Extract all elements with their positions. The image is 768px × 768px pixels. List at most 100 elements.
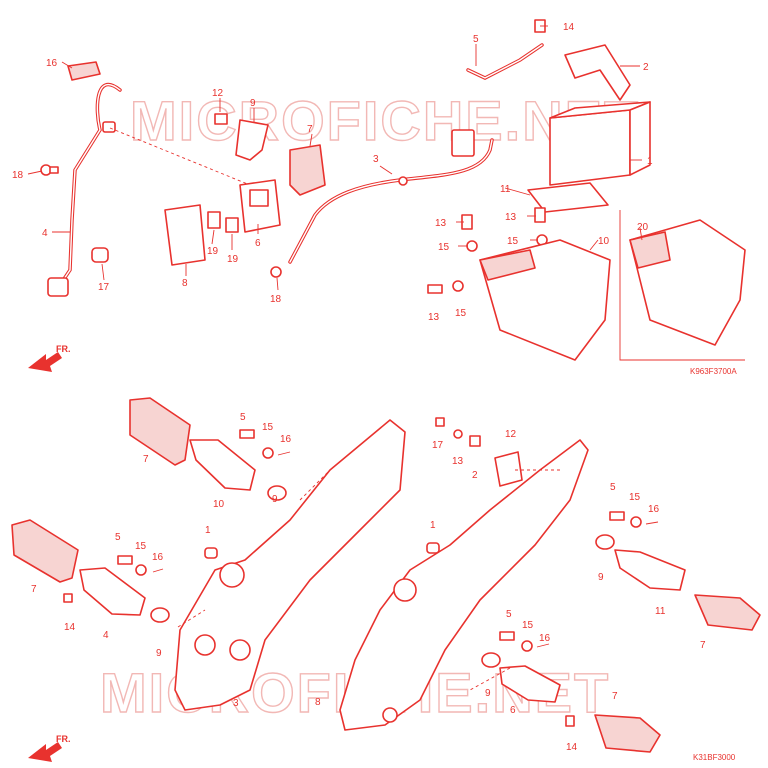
relay-6 xyxy=(239,179,281,233)
front-arrow-lower: FR. xyxy=(28,734,71,762)
callout-12-lower: 12 xyxy=(505,429,517,440)
wire-harness-3 xyxy=(288,129,494,264)
callout-15-c-lower: 15 xyxy=(629,492,641,503)
front-label-upper: FR. xyxy=(56,344,71,354)
callout-1-b: 1 xyxy=(430,520,436,531)
step-holder-11 xyxy=(614,549,686,591)
step-holder-4 xyxy=(79,567,146,616)
callout-15-d: 15 xyxy=(522,620,534,631)
callout-17-lower: 17 xyxy=(432,440,444,451)
callout-7-d: 7 xyxy=(612,691,618,702)
callout-11-lower: 11 xyxy=(655,606,666,617)
callout-9-d: 9 xyxy=(485,688,491,699)
callout-19-b: 19 xyxy=(227,254,239,265)
bracket-12 xyxy=(494,451,523,487)
ring-9-d xyxy=(481,652,501,668)
callout-12: 12 xyxy=(212,88,224,99)
diagram-code-upper: K963F3700A xyxy=(690,367,737,376)
callout-15-c: 15 xyxy=(455,308,467,319)
ring-9-b xyxy=(150,607,170,623)
battery-box-10 xyxy=(479,239,611,361)
diagram-code-lower: K31BF3000 xyxy=(693,753,736,762)
bolt-17-lower xyxy=(435,417,445,427)
relay-19-b xyxy=(225,217,239,233)
variant-frame xyxy=(619,210,745,361)
bolt-14-lower-right xyxy=(565,715,575,727)
pin-set-c xyxy=(609,511,659,528)
step-bracket-8 xyxy=(339,439,589,731)
relay-cover-7 xyxy=(289,144,326,196)
callout-10-lower: 10 xyxy=(213,499,225,510)
bolt-14-lower-left xyxy=(63,593,73,603)
callout-17-upper: 17 xyxy=(98,282,110,293)
callout-13-lower: 13 xyxy=(452,456,464,467)
bolt-12 xyxy=(214,113,228,125)
front-arrow-upper: FR. xyxy=(28,344,71,372)
callout-19-a: 19 xyxy=(207,246,219,257)
step-holder-6 xyxy=(499,665,561,703)
collar-1-a xyxy=(204,547,218,559)
grommet-17 xyxy=(91,247,109,263)
callout-6-lower: 6 xyxy=(510,705,516,716)
callout-16-d: 16 xyxy=(539,633,551,644)
footpeg-7-d xyxy=(594,714,661,753)
callout-9-c: 9 xyxy=(598,572,604,583)
callout-16: 16 xyxy=(46,58,58,69)
washer-13-lower xyxy=(453,429,463,439)
collar-1-b xyxy=(426,542,440,554)
ring-9-a xyxy=(267,485,287,501)
callout-5-c: 5 xyxy=(610,482,616,493)
relay-19-a xyxy=(207,211,221,229)
battery-box-20 xyxy=(629,219,746,346)
callout-2-upper: 2 xyxy=(643,62,649,73)
callout-7-b: 7 xyxy=(31,584,37,595)
callout-5-b: 5 xyxy=(115,532,121,543)
callout-16-c: 16 xyxy=(648,504,660,515)
callout-7-a: 7 xyxy=(143,454,149,465)
bolt-18-left xyxy=(40,164,59,176)
clamp-16 xyxy=(67,61,101,81)
callout-6-upper: 6 xyxy=(255,238,261,249)
callout-15-b: 15 xyxy=(507,236,519,247)
footpeg-7-c xyxy=(694,594,761,631)
nut-2-lower xyxy=(469,435,481,447)
callout-13-b: 13 xyxy=(505,212,517,223)
bolt-13-c xyxy=(427,284,443,294)
callout-13-c: 13 xyxy=(428,312,440,323)
pin-set-d xyxy=(499,631,550,652)
callout-18-left: 18 xyxy=(12,170,24,181)
callout-14-a: 14 xyxy=(64,622,76,633)
callout-5-a: 5 xyxy=(240,412,246,423)
ring-9-c xyxy=(595,534,615,550)
callout-9-b: 9 xyxy=(156,648,162,659)
callout-16-b: 16 xyxy=(152,552,164,563)
step-holder-10 xyxy=(189,439,256,491)
callout-14-b: 14 xyxy=(566,742,578,753)
callout-15-a: 15 xyxy=(438,242,450,253)
callout-13-a: 13 xyxy=(435,218,447,229)
battery-1 xyxy=(549,101,651,186)
step-bracket-3 xyxy=(174,419,406,711)
callout-11-upper: 11 xyxy=(500,184,511,195)
footpeg-7-b xyxy=(11,519,79,583)
callout-8-upper: 8 xyxy=(182,278,188,289)
callout-14-upper: 14 xyxy=(563,22,575,33)
relay-8 xyxy=(164,204,206,266)
callout-15-a-lower: 15 xyxy=(262,422,274,433)
callout-3-upper: 3 xyxy=(373,154,379,165)
battery-band-2 xyxy=(564,44,631,101)
wire-harness-4 xyxy=(47,82,251,297)
callout-16-a: 16 xyxy=(280,434,292,445)
callout-8-lower: 8 xyxy=(315,697,321,708)
callout-10-upper: 10 xyxy=(598,236,610,247)
callout-7-c: 7 xyxy=(700,640,706,651)
bolt-18-right xyxy=(270,266,282,278)
battery-pad-11 xyxy=(527,182,609,213)
front-label-lower: FR. xyxy=(56,734,71,744)
callout-9: 9 xyxy=(250,98,256,109)
pin-set-a xyxy=(239,429,291,459)
washer-15-c xyxy=(452,280,464,292)
callout-7-upper: 7 xyxy=(307,124,313,135)
callout-5-d: 5 xyxy=(506,609,512,620)
